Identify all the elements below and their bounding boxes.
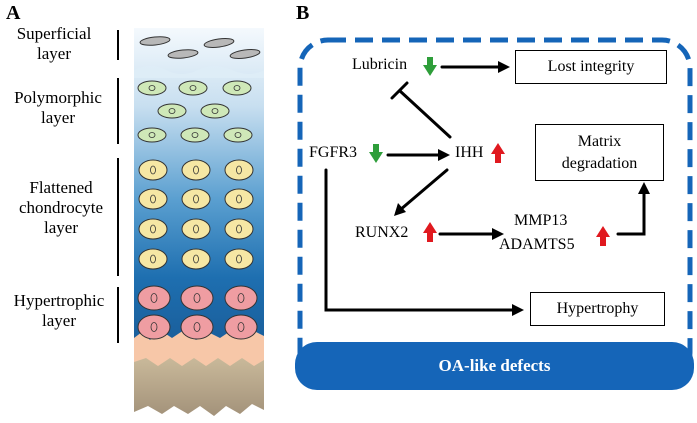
superficial-wave (134, 66, 264, 78)
arrowhead-matrix (638, 182, 650, 194)
polymorphic-nuclei (148, 85, 242, 138)
node-lubricin: Lubricin (352, 56, 408, 73)
node-adamts5: ADAMTS5 (499, 236, 575, 253)
up-arrow-runx2 (423, 222, 437, 242)
polymorphic-cells (137, 80, 253, 143)
layer-label-flattened: Flattened chondrocyte layer (18, 178, 104, 237)
arrowhead-hypertrophy (512, 304, 524, 316)
arrowhead-mmp13 (492, 228, 504, 240)
calcified-zone (134, 330, 264, 368)
node-fgfr3: FGFR3 (309, 144, 358, 161)
dashed-border (297, 37, 693, 383)
node-mmp13: MMP13 (514, 212, 568, 229)
bracket-flattened (117, 158, 119, 276)
superficial-cells (139, 36, 261, 59)
inhibit-ihh-lubricin (398, 89, 452, 139)
box-lost-integrity: Lost integrity (515, 50, 667, 84)
matrix-line-1: Matrix (577, 132, 622, 150)
layer-label-polymorphic: Polymorphic layer (14, 88, 102, 127)
arrowhead-ihh (438, 149, 450, 161)
arrow-fgfr3-hypertrophy (324, 168, 516, 312)
layer-label-superficial: Superficial layer (16, 24, 92, 63)
arrow-mmp13-matrix (616, 188, 646, 236)
box-hypertrophy: Hypertrophy (530, 292, 665, 326)
matrix-line-2: degradation (561, 154, 638, 172)
hypertrophic-nuclei (150, 293, 245, 332)
arrowhead-lostintegrity (498, 61, 510, 73)
inhibit-bar (390, 81, 409, 100)
up-arrow-mmp13 (596, 226, 610, 246)
panel-a-letter: A (6, 2, 21, 24)
bracket-hypertrophic (117, 287, 119, 343)
arrow-ihh-runx2 (398, 168, 449, 212)
subchondral-bone (134, 358, 264, 416)
bracket-polymorphic (117, 78, 119, 144)
node-ihh: IHH (455, 144, 484, 161)
arrowhead-runx2 (394, 203, 406, 216)
down-arrow-lubricin (423, 57, 437, 76)
node-runx2: RUNX2 (355, 224, 409, 241)
down-arrow-fgfr3 (369, 144, 383, 163)
box-matrix-degradation: Matrix degradation (535, 124, 664, 181)
flattened-nuclei (150, 165, 242, 264)
up-arrow-ihh (491, 143, 505, 163)
panel-b-letter: B (296, 2, 310, 24)
layer-label-hypertrophic: Hypertrophic layer (13, 291, 105, 330)
flattened-cells (138, 159, 254, 270)
bracket-superficial (117, 30, 119, 60)
hypertrophic-cells (137, 285, 258, 340)
oa-like-defects-bar: OA-like defects (295, 342, 694, 390)
